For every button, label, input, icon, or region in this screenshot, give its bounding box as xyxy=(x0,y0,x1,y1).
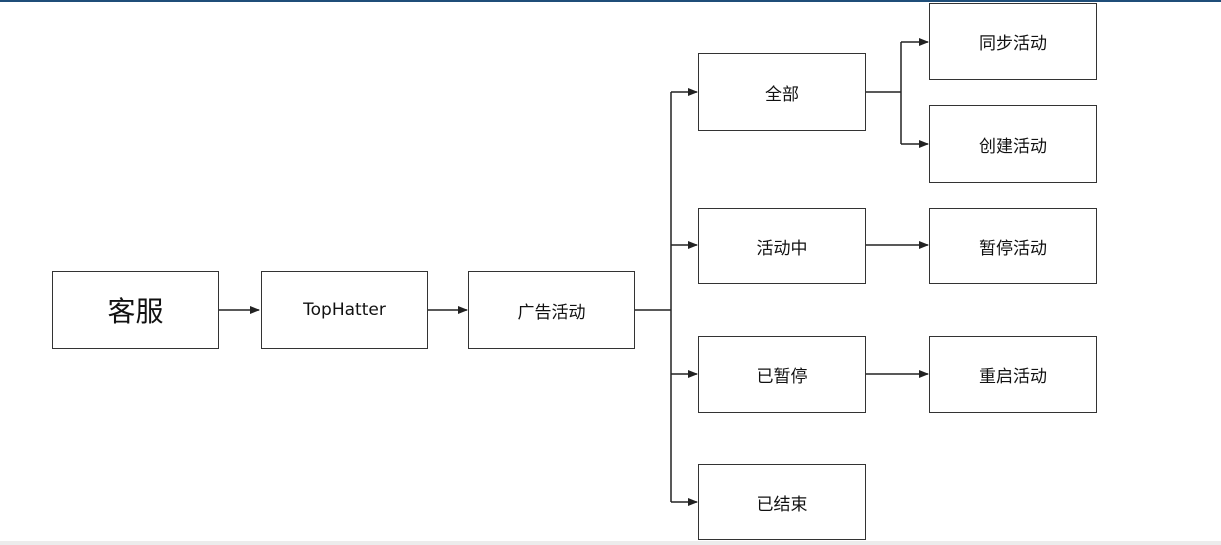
node-ad-campaigns: 广告活动 xyxy=(468,271,635,349)
node-create-campaign: 创建活动 xyxy=(929,105,1097,183)
node-all: 全部 xyxy=(698,53,866,131)
node-active: 活动中 xyxy=(698,208,866,284)
node-tophatter: TopHatter xyxy=(261,271,428,349)
node-pause-campaign: 暂停活动 xyxy=(929,208,1097,284)
node-customer-service: 客服 xyxy=(52,271,219,349)
node-paused: 已暂停 xyxy=(698,336,866,413)
node-ended: 已结束 xyxy=(698,464,866,540)
top-rule xyxy=(0,0,1221,2)
node-sync-campaign: 同步活动 xyxy=(929,3,1097,80)
bottom-strip xyxy=(0,541,1221,545)
node-restart-campaign: 重启活动 xyxy=(929,336,1097,413)
